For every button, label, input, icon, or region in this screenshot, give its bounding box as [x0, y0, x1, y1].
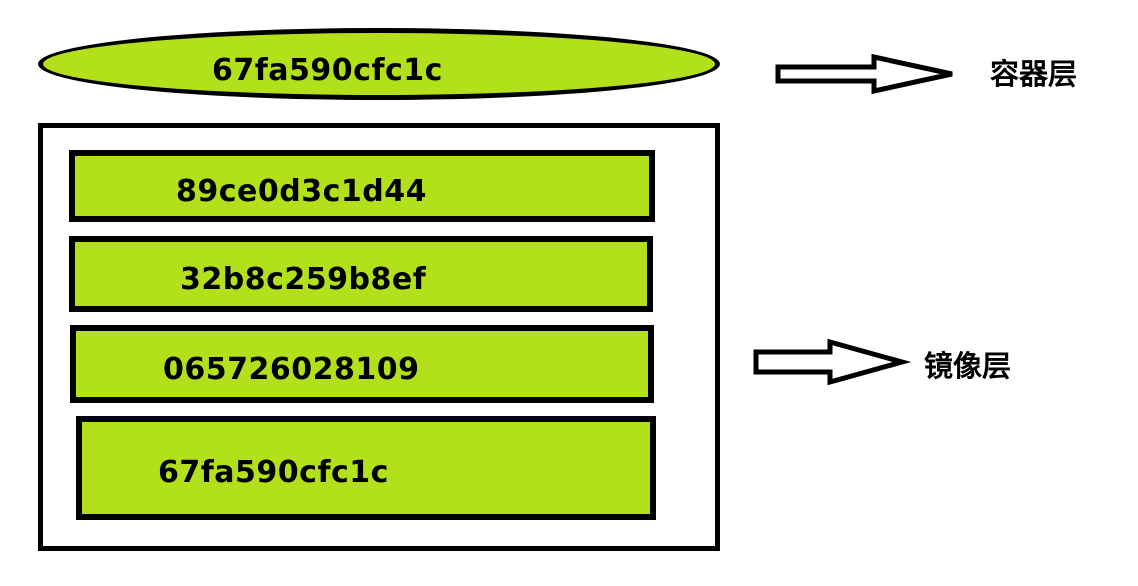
image-layer-box [76, 416, 656, 520]
image-layer-box [70, 325, 654, 403]
image-layer-id: 065726028109 [163, 352, 420, 387]
image-layer-label: 镜像层 [924, 349, 1012, 383]
image-layer-id: 67fa590cfc1c [158, 455, 389, 490]
container-layer-label: 容器层 [990, 57, 1078, 91]
container-layer-id: 67fa590cfc1c [212, 53, 443, 88]
container-arrow-icon [775, 53, 953, 95]
image-layer-id: 32b8c259b8ef [180, 262, 427, 297]
image-layer-id: 89ce0d3c1d44 [176, 174, 427, 209]
container-layer-ellipse [38, 28, 720, 100]
image-arrow-icon [753, 338, 912, 386]
image-layer-box [69, 150, 655, 222]
image-layer-box [69, 236, 653, 312]
